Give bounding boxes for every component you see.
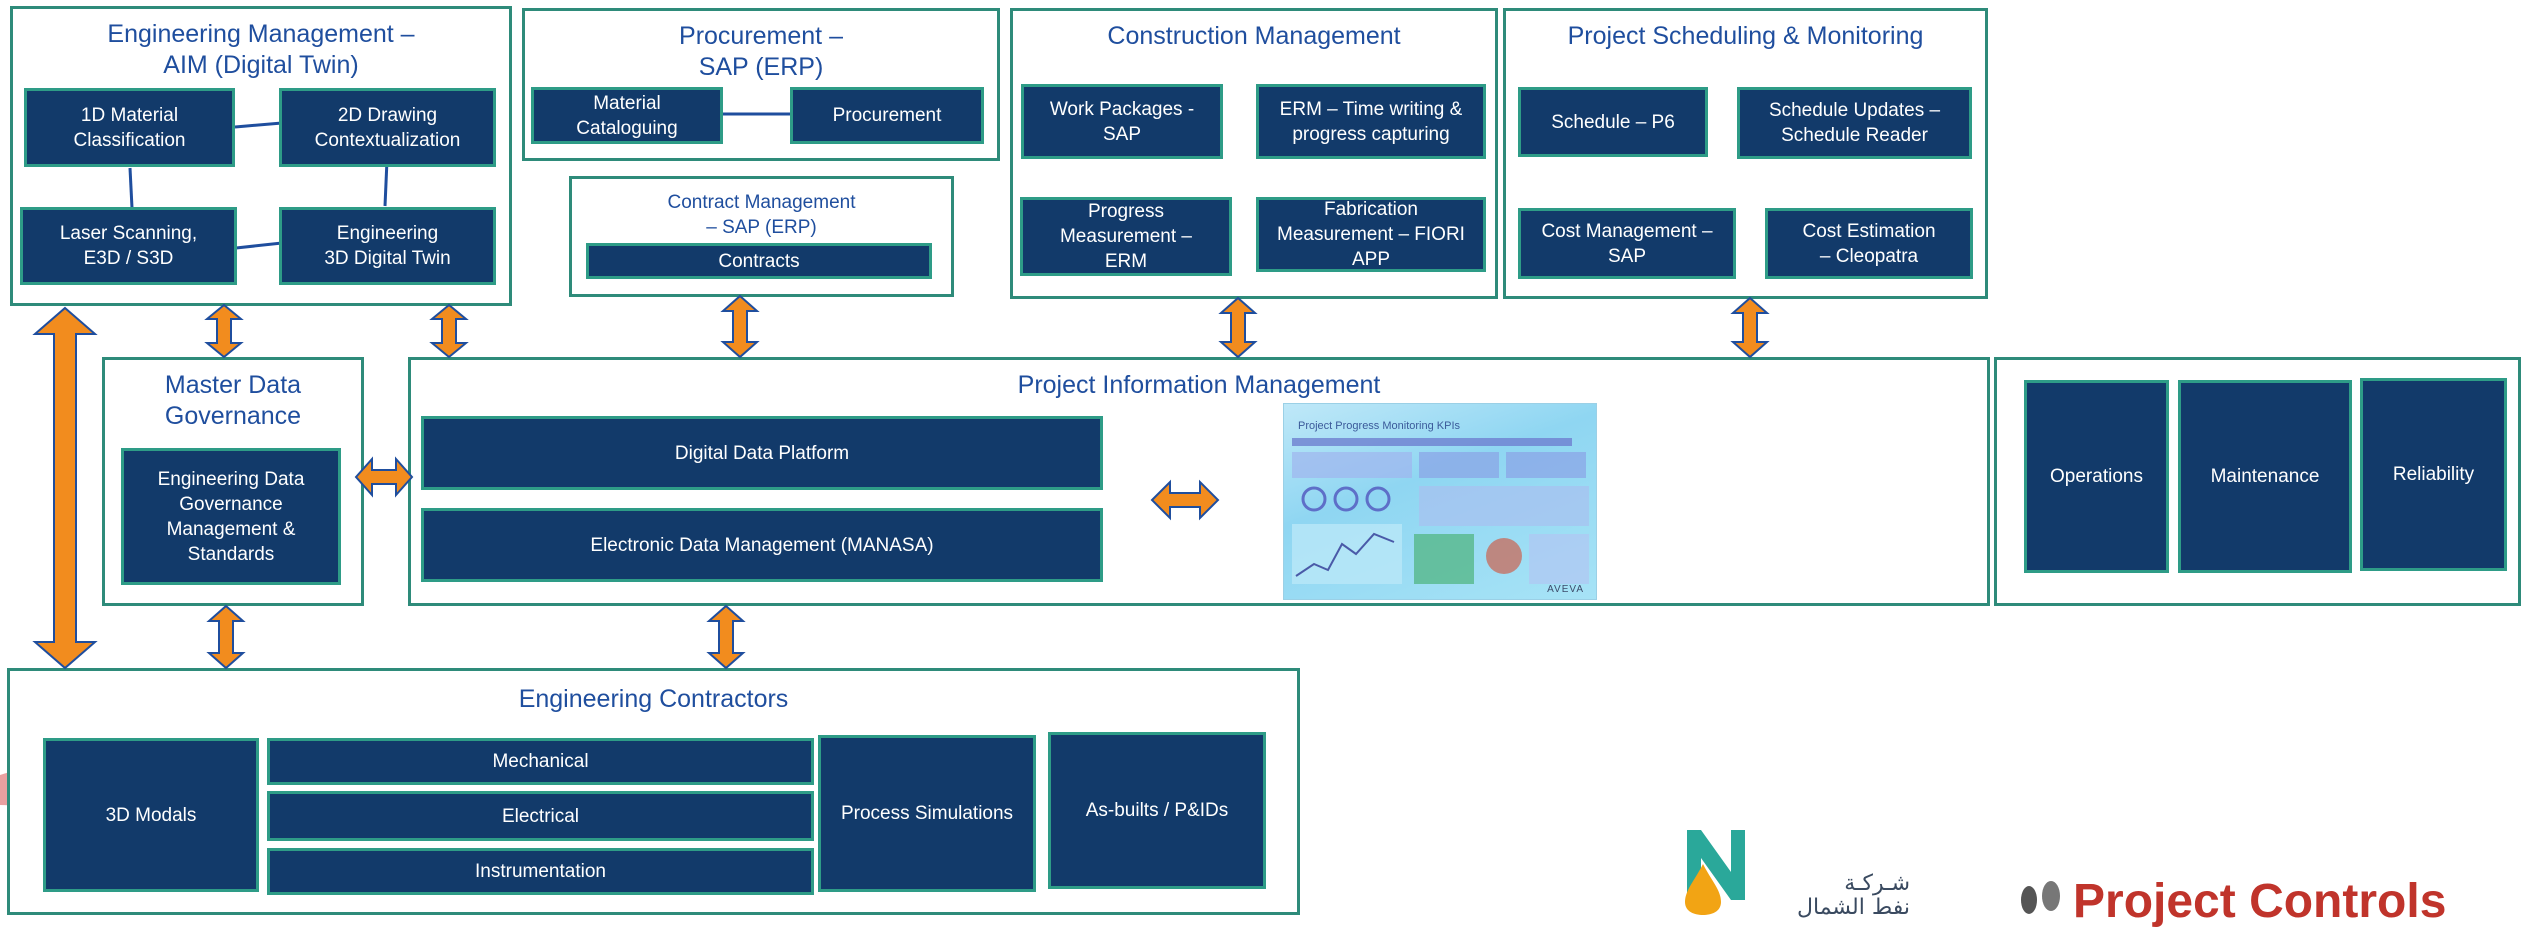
- engineering-contractors-title: Engineering Contractors: [518, 685, 789, 713]
- process-simulations-box: Process Simulations: [818, 735, 1036, 892]
- engineering-data-governance-box: Engineering Data Governance Management &…: [121, 448, 341, 585]
- project-information-management-title: Project Information Management: [1017, 371, 1381, 399]
- arrow-eng-mgmt-to-contractors: [32, 306, 98, 670]
- contracts-box: Contracts: [586, 243, 932, 279]
- arrow-construction-to-pim: [1218, 296, 1258, 359]
- arrow-eng-mgmt-to-pim: [429, 303, 469, 359]
- digital-data-platform-box: Digital Data Platform: [421, 416, 1103, 490]
- arrow-eng-mgmt-to-mdg: [204, 303, 244, 359]
- arrow-mdg-to-pim: [354, 456, 414, 498]
- electrical-box: Electrical: [267, 791, 814, 841]
- erm-time-writing-box: ERM – Time writing & progress capturing: [1256, 84, 1486, 159]
- arrow-mdg-to-contractors: [206, 604, 246, 670]
- maintenance-box: Maintenance: [2178, 380, 2352, 573]
- contract-management-title: Contract Management – SAP (ERP): [667, 192, 856, 238]
- company-arabic-name: شـركـة نفط الشمال: [1797, 871, 1910, 920]
- cost-estimation-box: Cost Estimation – Cleopatra: [1765, 208, 1973, 279]
- material-cataloguing-box: Material Cataloguing: [531, 87, 723, 144]
- cost-management-box: Cost Management – SAP: [1518, 208, 1736, 279]
- dashboard-screenshot: Project Progress Monitoring KPIs AVEVA: [1283, 403, 1597, 600]
- work-packages-box: Work Packages - SAP: [1021, 84, 1223, 159]
- arrow-pim-to-dashboard: [1150, 479, 1220, 521]
- as-builts-box: As-builts / P&IDs: [1048, 732, 1266, 889]
- operations-box: Operations: [2024, 380, 2169, 573]
- reliability-box: Reliability: [2360, 378, 2507, 571]
- schedule-p6-box: Schedule – P6: [1518, 87, 1708, 157]
- 3d-modals-box: 3D Modals: [43, 738, 259, 892]
- arrow-pim-to-contractors: [706, 604, 746, 670]
- mechanical-box: Mechanical: [267, 738, 814, 785]
- electronic-data-management-box: Electronic Data Management (MANASA): [421, 508, 1103, 582]
- procurement-title: Procurement – SAP (ERP): [679, 22, 843, 81]
- project-controls-logo: Project Controls: [2015, 870, 2521, 928]
- north-oil-company-logo: شـركـة نفط الشمال: [1675, 820, 1925, 920]
- progress-measurement-box: Progress Measurement – ERM: [1020, 197, 1232, 276]
- drawing-contextualization-box: 2D Drawing Contextualization: [279, 88, 496, 167]
- arrow-contract-to-pim: [720, 294, 760, 359]
- schedule-updates-box: Schedule Updates – Schedule Reader: [1737, 87, 1972, 159]
- material-classification-box: 1D Material Classification: [24, 88, 235, 167]
- engineering-management-title: Engineering Management – AIM (Digital Tw…: [107, 20, 415, 79]
- dashboard-brand: AVEVA: [1547, 584, 1584, 595]
- instrumentation-box: Instrumentation: [267, 848, 814, 895]
- project-scheduling-title: Project Scheduling & Monitoring: [1567, 22, 1924, 50]
- construction-management-title: Construction Management: [1107, 22, 1401, 50]
- engineering-digital-twin-box: Engineering 3D Digital Twin: [279, 207, 496, 285]
- project-controls-text: Project Controls: [2073, 875, 2447, 928]
- procurement-box: Procurement: [790, 87, 984, 144]
- arrow-scheduling-to-pim: [1730, 296, 1770, 359]
- fabrication-measurement-box: Fabrication Measurement – FIORI APP: [1256, 197, 1486, 272]
- laser-scanning-box: Laser Scanning, E3D / S3D: [20, 207, 237, 285]
- master-data-governance-title: Master Data Governance: [164, 371, 302, 430]
- dashboard-title: Project Progress Monitoring KPIs: [1298, 420, 1461, 432]
